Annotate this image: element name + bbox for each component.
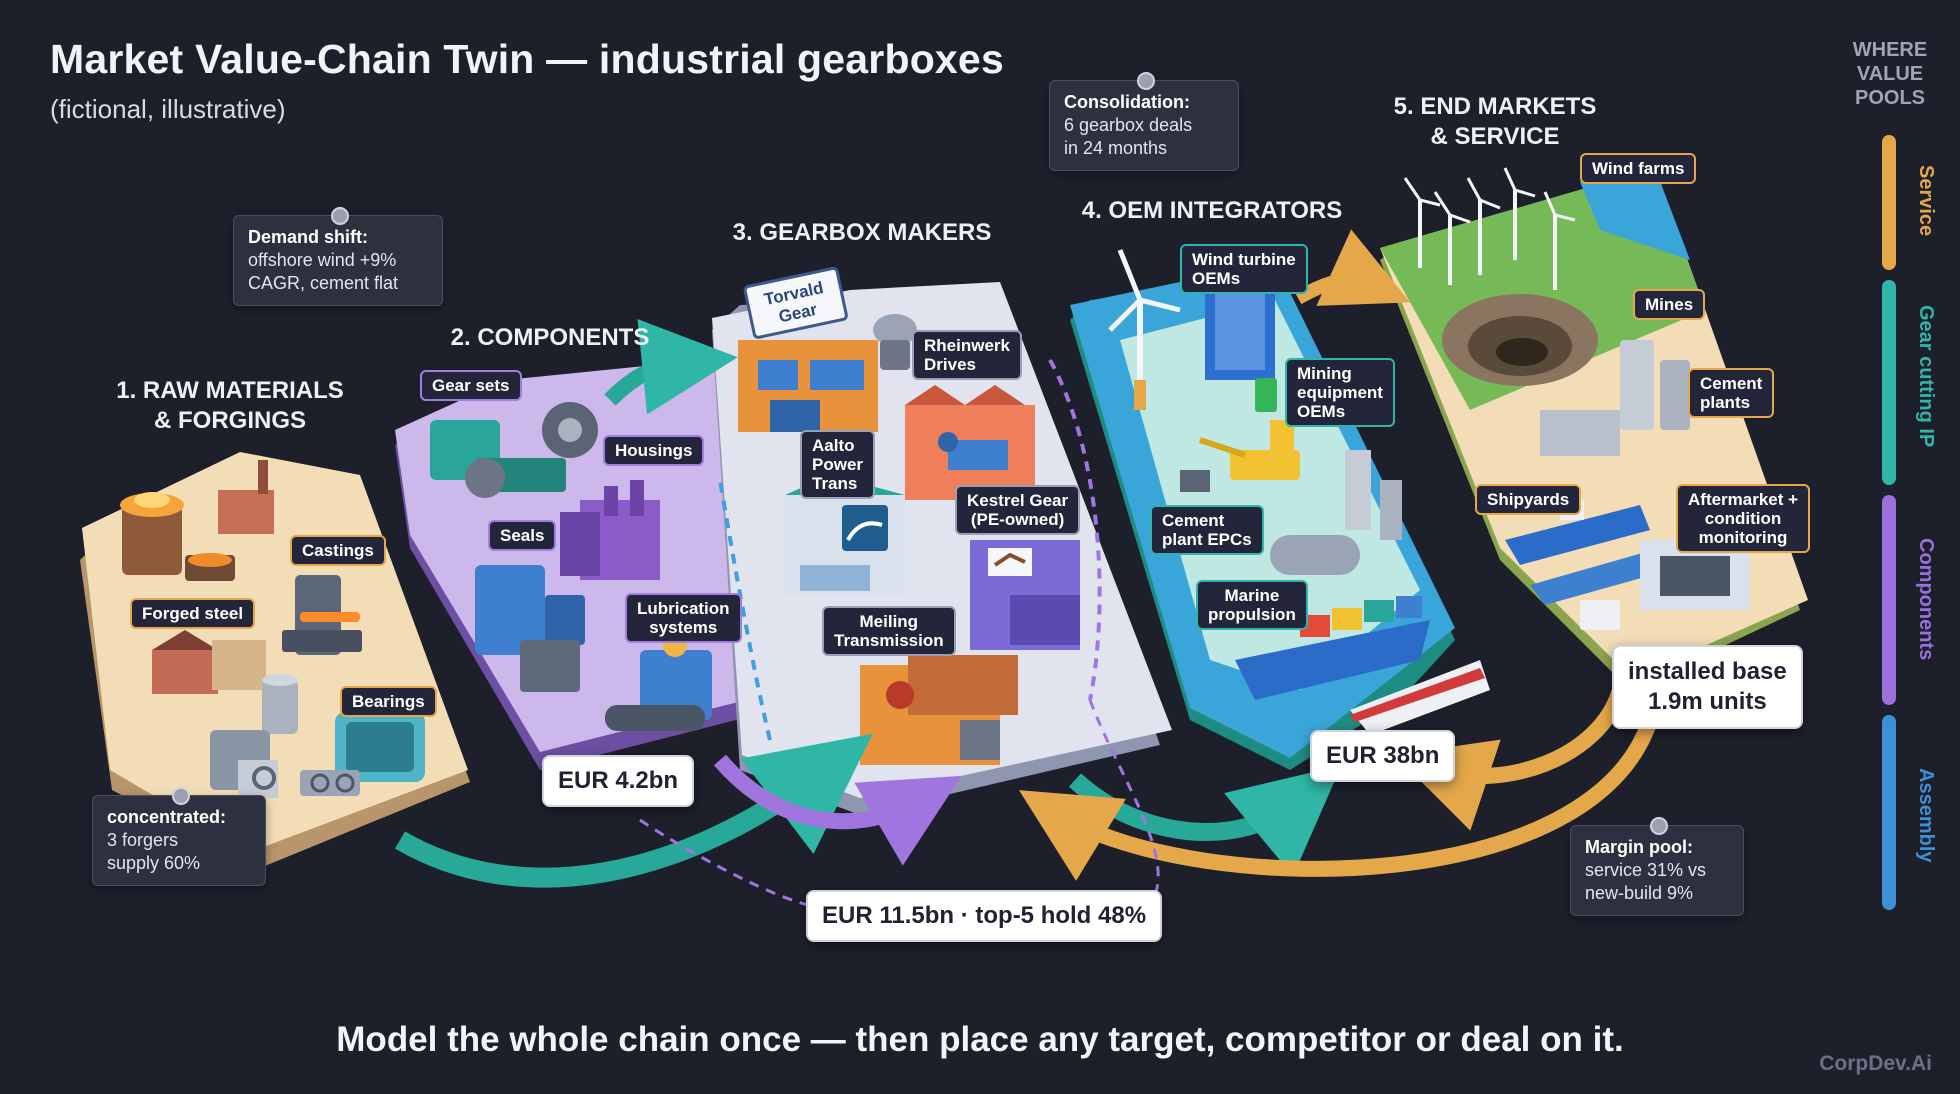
tag-line: Aalto: [812, 436, 855, 455]
tag-marine-propulsion: Marine propulsion: [1196, 580, 1308, 630]
page-title: Market Value-Chain Twin — industrial gea…: [50, 36, 1004, 82]
tag-line: (PE-owned): [970, 510, 1065, 529]
tag-bearings: Bearings: [340, 686, 437, 717]
value-pool-label-components: Components: [1915, 538, 1937, 661]
stage-title-raw-materials: 1. RAW MATERIALS & FORGINGS: [80, 376, 380, 436]
consolidation-note: Consolidation: 6 gearbox deals in 24 mon…: [1049, 72, 1239, 171]
tag-forged-steel: Forged steel: [130, 598, 256, 629]
note-line: 6 gearbox deals: [1064, 115, 1193, 135]
value-pools-title-line: POOLS: [1854, 87, 1925, 109]
tag-line: Drives: [924, 355, 976, 374]
tag-line: OEMs: [1192, 269, 1241, 288]
tag-rheinwerk-drives: Rheinwerk Drives: [912, 330, 1022, 380]
value-pools-title-line: WHERE: [1852, 39, 1928, 61]
stage-title-end-markets: 5. END MARKETS & SERVICE: [1360, 92, 1630, 152]
tag-line: Wind turbine: [1192, 250, 1296, 269]
tag-shipyards: Shipyards: [1475, 484, 1582, 515]
note-line: service 31% vs: [1585, 860, 1707, 880]
tag-line: systems: [649, 618, 718, 637]
value-oem-integrators: EUR 38bn: [1310, 730, 1456, 782]
tag-line: Trans: [812, 474, 858, 493]
pin-icon: [172, 787, 190, 805]
value-installed-base: installed base 1.9m units: [1612, 645, 1803, 729]
tag-line: plants: [1700, 393, 1751, 412]
tag-mines: Mines: [1633, 289, 1706, 320]
value-pool-label-gear-cutting-ip: Gear cutting IP: [1915, 305, 1937, 448]
tag-line: propulsion: [1208, 605, 1296, 624]
value-pools-title: WHERE VALUE POOLS: [1840, 38, 1940, 110]
note-line: 3 forgers: [107, 830, 179, 850]
stage-title-line: 5. END MARKETS: [1393, 93, 1597, 120]
tag-line: Power: [812, 455, 864, 474]
tag-lubrication-systems: Lubrication systems: [625, 593, 742, 643]
tag-aalto-power-trans: Aalto Power Trans: [800, 430, 876, 499]
tag-cement-plant-epcs: Cement plant EPCs: [1150, 505, 1264, 555]
value-components: EUR 4.2bn: [542, 755, 695, 807]
value-line: 1.9m units: [1648, 688, 1767, 715]
tag-line: equipment: [1297, 383, 1383, 402]
note-title: Demand shift:: [248, 227, 369, 247]
tag-meiling-transmission: Meiling Transmission: [822, 606, 956, 656]
pin-icon: [331, 207, 349, 225]
tag-kestrel-gear: Kestrel Gear (PE-owned): [955, 485, 1081, 535]
tag-line: Cement: [1162, 511, 1225, 530]
note-line: offshore wind +9%: [248, 250, 397, 270]
concentrated-note: concentrated: 3 forgers supply 60%: [92, 787, 266, 886]
note-line: supply 60%: [107, 853, 201, 873]
tag-line: Marine: [1224, 586, 1280, 605]
tag-line: plant EPCs: [1162, 530, 1252, 549]
tag-castings: Castings: [290, 535, 386, 566]
stage-title-oem-integrators: 4. OEM INTEGRATORS: [1081, 197, 1343, 224]
tag-line: condition: [1704, 509, 1782, 528]
stage-title-line: & FORGINGS: [153, 407, 306, 434]
value-pool-bar-assembly: [1882, 715, 1896, 910]
note-title: Margin pool:: [1585, 837, 1693, 857]
tag-line: Meiling: [859, 612, 919, 631]
value-pool-bar-components: [1882, 495, 1896, 705]
tag-wind-turbine-oems: Wind turbine OEMs: [1180, 244, 1308, 294]
value-line: installed base: [1628, 658, 1787, 685]
tag-line: monitoring: [1698, 528, 1788, 547]
value-gearbox-makers: EUR 11.5bn · top-5 hold 48%: [806, 890, 1163, 942]
footer-tagline: Model the whole chain once — then place …: [336, 1020, 1624, 1059]
tag-mining-equipment-oems: Mining equipment OEMs: [1285, 358, 1395, 427]
stage-title-gearbox-makers: 3. GEARBOX MAKERS: [732, 219, 992, 246]
tag-wind-farms: Wind farms: [1580, 153, 1697, 184]
tag-seals: Seals: [488, 520, 557, 551]
tag-line: Transmission: [834, 631, 944, 650]
tag-housings: Housings: [603, 435, 705, 466]
page-subtitle: (fictional, illustrative): [50, 94, 286, 124]
tag-line: Rheinwerk: [924, 336, 1010, 355]
value-pool-label-service: Service: [1915, 165, 1937, 237]
value-pool-bar-gear-cutting-ip: [1882, 280, 1896, 485]
note-title: concentrated:: [107, 807, 227, 827]
value-pools-title-line: VALUE: [1856, 63, 1924, 85]
value-pool-label-assembly: Assembly: [1915, 768, 1937, 863]
stage-title-components: 2. COMPONENTS: [450, 324, 650, 351]
tag-gear-sets: Gear sets: [420, 370, 522, 401]
note-title: Consolidation:: [1064, 92, 1190, 112]
tag-line: OEMs: [1297, 402, 1346, 421]
tag-aftermarket: Aftermarket + condition monitoring: [1676, 484, 1811, 553]
stage-title-line: 1. RAW MATERIALS: [116, 377, 344, 404]
brand-logo: CorpDev.Ai: [1819, 1052, 1932, 1075]
tag-line: Lubrication: [637, 599, 730, 618]
flow-arrows: [394, 229, 1663, 907]
stage-title-line: & SERVICE: [1430, 123, 1560, 150]
tag-line: Mining: [1297, 364, 1352, 383]
tag-line: Aftermarket +: [1688, 490, 1799, 509]
margin-pool-note: Margin pool: service 31% vs new-build 9%: [1570, 817, 1744, 916]
tag-line: Cement: [1700, 374, 1763, 393]
value-pool-bar-service: [1882, 135, 1896, 270]
note-line: new-build 9%: [1585, 883, 1694, 903]
tag-line: Kestrel Gear: [967, 491, 1069, 510]
tag-cement-plants: Cement plants: [1688, 368, 1775, 418]
note-line: in 24 months: [1064, 138, 1168, 158]
pin-icon: [1650, 817, 1668, 835]
note-line: CAGR, cement flat: [248, 273, 399, 293]
stage-gearbox-makers-tile: Torvald Gear: [712, 266, 1172, 815]
pin-icon: [1137, 72, 1155, 90]
demand-shift-note: Demand shift: offshore wind +9% CAGR, ce…: [233, 207, 443, 306]
